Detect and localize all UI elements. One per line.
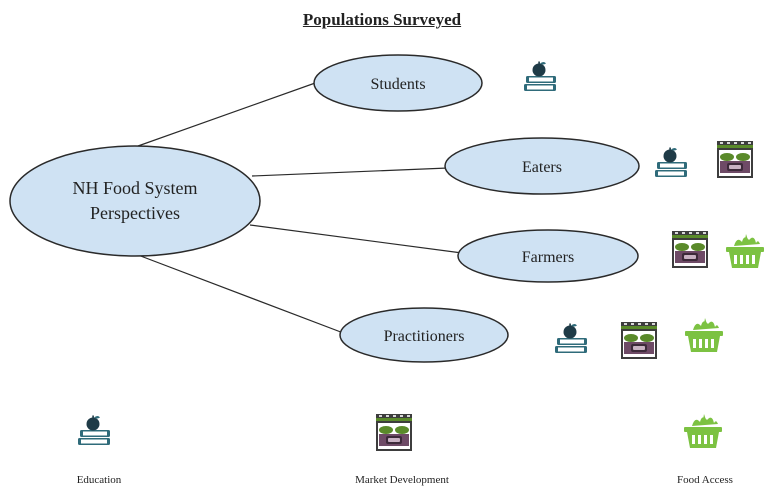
node-label-eaters: Eaters: [522, 159, 562, 176]
market-development-icon: [620, 321, 658, 359]
food-access-icon: [685, 318, 723, 352]
connector-students: [137, 81, 319, 147]
diagram-title: Populations Surveyed: [302, 10, 462, 29]
legend-food-access-icon: [684, 414, 722, 448]
legend-education-icon: [78, 415, 110, 445]
center-node: NH Food System Perspectives: [9, 145, 261, 257]
legend-label-food-access: Food Access: [677, 474, 733, 486]
node-farmers: Farmers: [457, 229, 639, 283]
connector-farmers: [249, 224, 463, 254]
legend-market-development-icon: [375, 413, 413, 451]
connector-eaters: [251, 167, 449, 177]
food-access-icon: [726, 234, 764, 268]
legend-label-market-development: Market Development: [355, 474, 449, 486]
node-practitioners: Practitioners: [339, 307, 509, 363]
education-icon: [555, 323, 587, 353]
node-label-practitioners: Practitioners: [384, 328, 465, 345]
node-students: Students: [313, 54, 483, 112]
node-label-students: Students: [370, 76, 425, 93]
node-label-farmers: Farmers: [522, 249, 574, 266]
education-icon: [524, 61, 556, 91]
legend-label-education: Education: [76, 474, 122, 486]
market-development-icon: [671, 230, 709, 268]
node-eaters: Eaters: [444, 137, 640, 195]
connector-practitioners: [137, 254, 347, 335]
market-development-icon: [716, 140, 754, 178]
connector-lines: [137, 81, 463, 335]
education-icon: [655, 147, 687, 177]
center-label-line1: NH Food System: [72, 178, 197, 198]
center-label-line2: Perspectives: [90, 203, 180, 223]
